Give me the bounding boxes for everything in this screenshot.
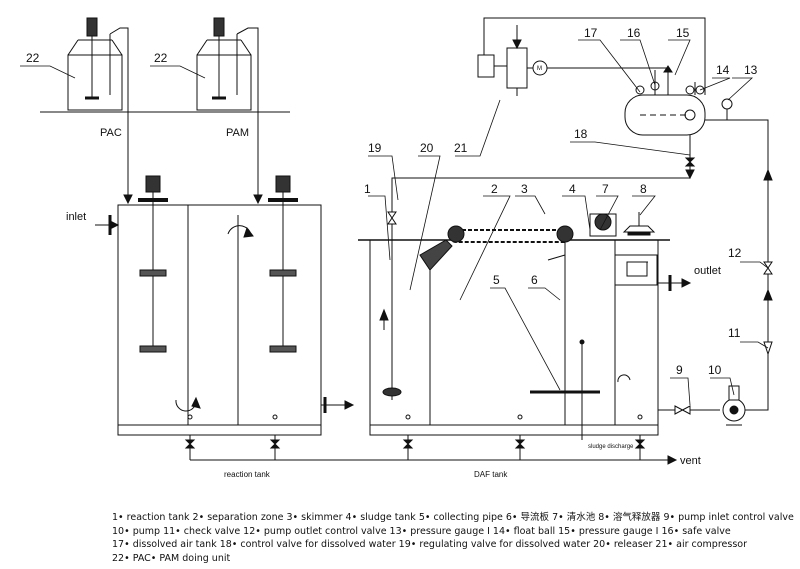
callout-17: 17	[584, 26, 598, 40]
pump-loop	[658, 119, 773, 426]
legend-line-1: 1• reaction tank 2• separation zone 3• s…	[112, 512, 794, 523]
legend-line-4: 22• PAC• PAM doing unit	[112, 552, 231, 564]
daf-tank-label: DAF tank	[474, 470, 508, 479]
pac-dosing-unit	[67, 17, 123, 111]
pac-arrow	[123, 194, 133, 205]
air-compressor	[477, 17, 706, 96]
pam-label: PAM	[226, 127, 249, 139]
callout-7: 7	[602, 182, 609, 196]
reaction-tank-label: reaction tank	[224, 470, 271, 479]
inlet-label: inlet	[66, 211, 86, 223]
callout-20: 20	[420, 141, 434, 155]
callout-14: 14	[716, 63, 730, 77]
callout-5: 5	[493, 273, 500, 287]
mixer-motor-1	[145, 175, 161, 193]
legend-line-2: 10• pump 11• check valve 12• pump outlet…	[112, 525, 731, 537]
callout-6: 6	[531, 273, 538, 287]
drain-line	[184, 414, 678, 465]
callout-21: 21	[454, 141, 468, 155]
dissolved-water-line	[387, 135, 696, 240]
dissolved-air-tank	[624, 65, 733, 136]
callout-8: 8	[640, 182, 647, 196]
callout-19: 19	[368, 141, 382, 155]
legend: 1• reaction tank 2• separation zone 3• s…	[112, 511, 794, 565]
reaction-tank	[117, 175, 322, 436]
skimmer	[447, 212, 656, 243]
callout-9: 9	[676, 363, 683, 377]
callout-numbers: 22 22 1 19 20 21 2 3 4 7 8 5 6 18 17 16 …	[26, 26, 758, 377]
callout-16: 16	[627, 26, 641, 40]
mixer-motor-2	[275, 175, 291, 193]
callout-4: 4	[569, 182, 576, 196]
pam-arrow	[253, 194, 263, 205]
callout-13: 13	[744, 63, 758, 77]
motor-label: M	[537, 66, 542, 72]
vent-label: vent	[680, 455, 701, 467]
pam-dosing-pipe	[236, 27, 259, 200]
callout-22b: 22	[154, 51, 168, 65]
callout-11: 11	[728, 326, 741, 340]
sludge-discharge-label: sludge discharge	[588, 444, 634, 450]
callout-22a: 22	[26, 51, 40, 65]
pac-label: PAC	[100, 127, 122, 139]
pac-dosing-pipe	[109, 27, 129, 200]
daf-tank	[358, 239, 670, 440]
callout-18: 18	[574, 127, 588, 141]
callout-10: 10	[708, 363, 722, 377]
callout-3: 3	[521, 182, 528, 196]
pam-dosing-unit	[196, 17, 252, 111]
callout-2: 2	[491, 182, 498, 196]
outlet-label: outlet	[694, 265, 721, 277]
legend-line-3: 17• dissolved air tank 18• control valve…	[112, 539, 747, 550]
callout-leaders	[20, 39, 769, 406]
callout-1: 1	[364, 182, 371, 196]
callout-15: 15	[676, 26, 690, 40]
callout-12: 12	[728, 246, 742, 260]
